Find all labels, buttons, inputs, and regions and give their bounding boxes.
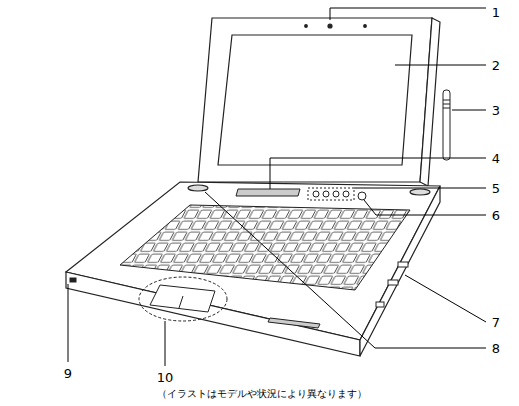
button-row — [308, 188, 366, 200]
laptop-lid-part — [328, 24, 332, 28]
callout-number: 1 — [491, 6, 501, 19]
touchpad — [139, 277, 320, 328]
leader-lines-part — [452, 110, 486, 111]
leader-lines-part — [395, 65, 486, 66]
laptop-lid-part — [198, 18, 432, 182]
leader-lines-part — [165, 321, 166, 366]
stylus-pen-part — [443, 100, 450, 101]
touchpad-part — [268, 318, 320, 328]
leader-lines-part — [354, 188, 486, 189]
side-ports-part — [398, 262, 408, 267]
touchpad-part — [139, 277, 227, 321]
callout-number: 9 — [63, 367, 73, 380]
front-indicator-part — [70, 278, 76, 282]
laptop-lid-part — [364, 25, 367, 28]
leader-lines-part — [205, 192, 486, 348]
laptop-base-part — [410, 189, 430, 195]
callout-number: 8 — [491, 342, 501, 355]
side-ports-part — [376, 302, 384, 307]
side-ports — [376, 262, 408, 307]
callout-number: 7 — [491, 316, 501, 329]
leader-lines-part — [68, 284, 69, 362]
button-row-part — [323, 191, 329, 197]
stylus-pen-part — [443, 108, 450, 109]
callout-number: 5 — [491, 182, 501, 195]
callout-number: 10 — [156, 371, 175, 384]
laptop-base-part — [188, 185, 208, 191]
leader-lines-part — [330, 8, 486, 20]
touchpad-part — [179, 296, 183, 308]
button-row-part — [343, 191, 349, 197]
speaker-bar — [236, 189, 300, 196]
button-row-part — [313, 191, 319, 197]
speaker-bar-part — [236, 189, 300, 196]
laptop-lid-part — [420, 18, 440, 186]
callout-number: 6 — [491, 209, 501, 222]
button-row-part — [333, 191, 339, 197]
leader-lines — [68, 8, 486, 366]
side-ports-part — [388, 280, 398, 285]
leader-lines-part — [405, 275, 486, 322]
button-row-part — [308, 188, 354, 200]
laptop-base — [66, 182, 440, 356]
callout-number: 3 — [491, 104, 501, 117]
laptop-lid — [198, 18, 440, 186]
stylus-pen — [443, 90, 450, 160]
front-indicator — [70, 278, 76, 282]
button-row-part — [358, 192, 366, 200]
stylus-pen-part — [443, 90, 450, 160]
leader-lines-part — [270, 158, 486, 189]
touchpad-part — [150, 285, 215, 312]
figure-caption: （イラストはモデルや状況により異なります） — [157, 389, 367, 399]
callout-number: 2 — [491, 59, 501, 72]
leader-lines-part — [364, 200, 486, 215]
callout-number: 4 — [491, 152, 501, 165]
laptop-lid-part — [305, 25, 308, 28]
stylus-pen-part — [443, 104, 450, 105]
laptop-lid-part — [218, 35, 412, 165]
